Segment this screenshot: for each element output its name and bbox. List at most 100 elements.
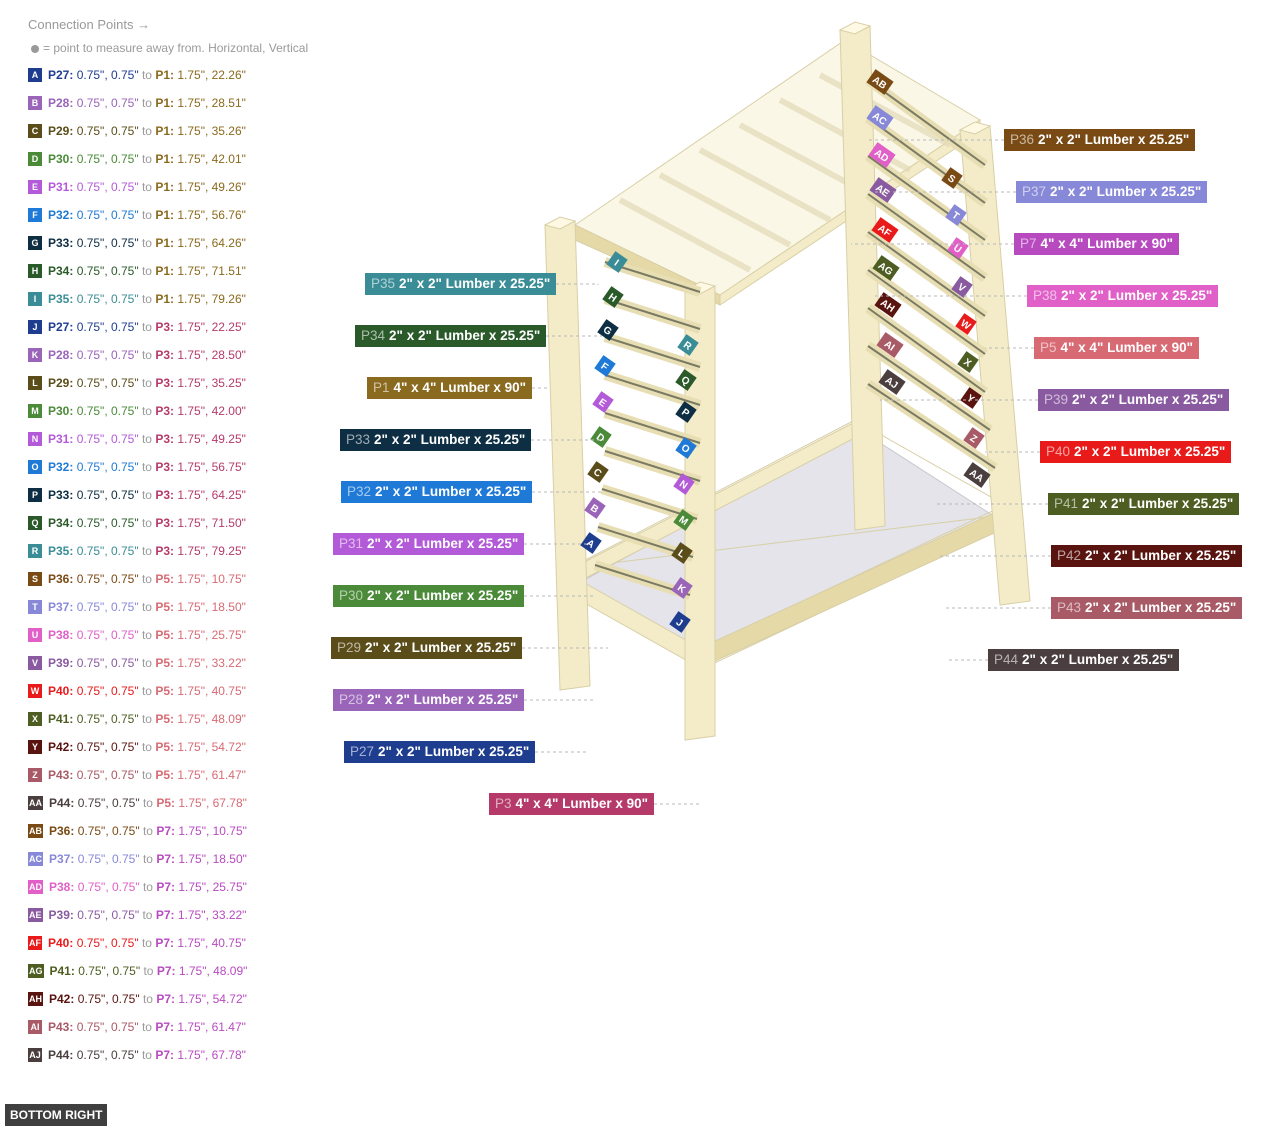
connection-text: P38: 0.75", 0.75" to P5: 1.75", 25.75" <box>48 628 246 642</box>
connection-badge: Q <box>28 516 42 530</box>
rung-tag: H <box>602 286 624 308</box>
left-rung-arrow <box>604 336 701 368</box>
from-value: 0.75", 0.75" <box>76 236 139 250</box>
from-value: 0.75", 0.75" <box>77 796 140 810</box>
to-word: to <box>141 768 152 782</box>
part-desc: 2" x 2" Lumber x 25.25" <box>367 588 519 603</box>
connection-badge: AA <box>28 796 43 810</box>
part-desc: 2" x 2" Lumber x 25.25" <box>378 744 530 759</box>
right-rung-arrow <box>867 383 996 469</box>
part-id: P40 <box>1046 444 1071 459</box>
to-word: to <box>141 96 152 110</box>
rung-tag-bg <box>587 461 609 483</box>
post-p1-top <box>543 216 577 230</box>
from-part: P27: <box>48 320 74 334</box>
post-p7-top <box>838 21 872 35</box>
connection-badge: N <box>28 432 42 446</box>
view-bottom-right-button[interactable]: BOTTOM RIGHT <box>5 1104 108 1126</box>
connection-badge: V <box>28 656 42 670</box>
part-id: P5 <box>1040 340 1057 355</box>
part-id: P42 <box>1057 548 1082 563</box>
part-id: P1 <box>373 380 390 395</box>
connection-text: P39: 0.75", 0.75" to P7: 1.75", 33.22" <box>49 908 247 922</box>
left-rung-arrow <box>604 374 701 406</box>
rung-tag: AF <box>871 217 899 243</box>
rung-tag-bg <box>675 437 697 459</box>
connection-badge: M <box>28 404 42 418</box>
part-desc: 2" x 2" Lumber x 25.25" <box>1085 600 1237 615</box>
rung-tag-bg <box>945 204 967 226</box>
target-value: 1.75", 40.75" <box>177 684 246 698</box>
target-part: P7: <box>155 908 175 922</box>
rung-tag: J <box>669 611 691 633</box>
rung-tag: V <box>951 276 973 298</box>
measure-dot-icon <box>31 44 39 53</box>
target-value: 1.75", 18.50" <box>177 600 246 614</box>
target-value: 1.75", 54.72" <box>177 740 246 754</box>
to-word: to <box>143 964 154 978</box>
target-part: P1: <box>155 180 174 194</box>
target-value: 1.75", 48.09" <box>177 712 246 726</box>
from-value: 0.75", 0.75" <box>76 124 139 138</box>
connection-text: P42: 0.75", 0.75" to P5: 1.75", 54.72" <box>48 740 246 754</box>
rung-tag: AD <box>868 142 896 168</box>
connection-row: AE P39: 0.75", 0.75" to P7: 1.75", 33.22" <box>28 907 246 923</box>
target-value: 1.75", 35.25" <box>177 376 246 390</box>
to-word: to <box>141 152 152 166</box>
connection-badge: AE <box>28 908 43 922</box>
target-value: 1.75", 22.26" <box>177 68 246 82</box>
part-id: P39 <box>1044 392 1069 407</box>
from-value: 0.75", 0.75" <box>76 628 139 642</box>
part-id: P43 <box>1057 600 1082 615</box>
connection-text: P30: 0.75", 0.75" to P3: 1.75", 42.00" <box>48 404 246 418</box>
part-id: P37 <box>1022 184 1047 199</box>
connection-points-title[interactable]: Connection Points → <box>28 17 151 32</box>
connection-badge: E <box>28 180 42 194</box>
rung-tag-bg <box>868 142 896 168</box>
from-part: P41: <box>49 964 75 978</box>
rung-tag-bg <box>675 369 697 391</box>
rung-tag: K <box>671 577 693 599</box>
part-id: P34 <box>361 328 386 343</box>
part-desc: 2" x 2" Lumber x 25.25" <box>1072 392 1224 407</box>
rung-tag-text: Z <box>967 433 978 446</box>
connection-badge: AH <box>28 992 43 1006</box>
target-part: P1: <box>155 152 174 166</box>
target-value: 1.75", 67.78" <box>177 1048 246 1062</box>
from-part: P31: <box>48 432 74 446</box>
target-part: P1: <box>155 292 174 306</box>
rung-tag-bg <box>677 334 699 356</box>
